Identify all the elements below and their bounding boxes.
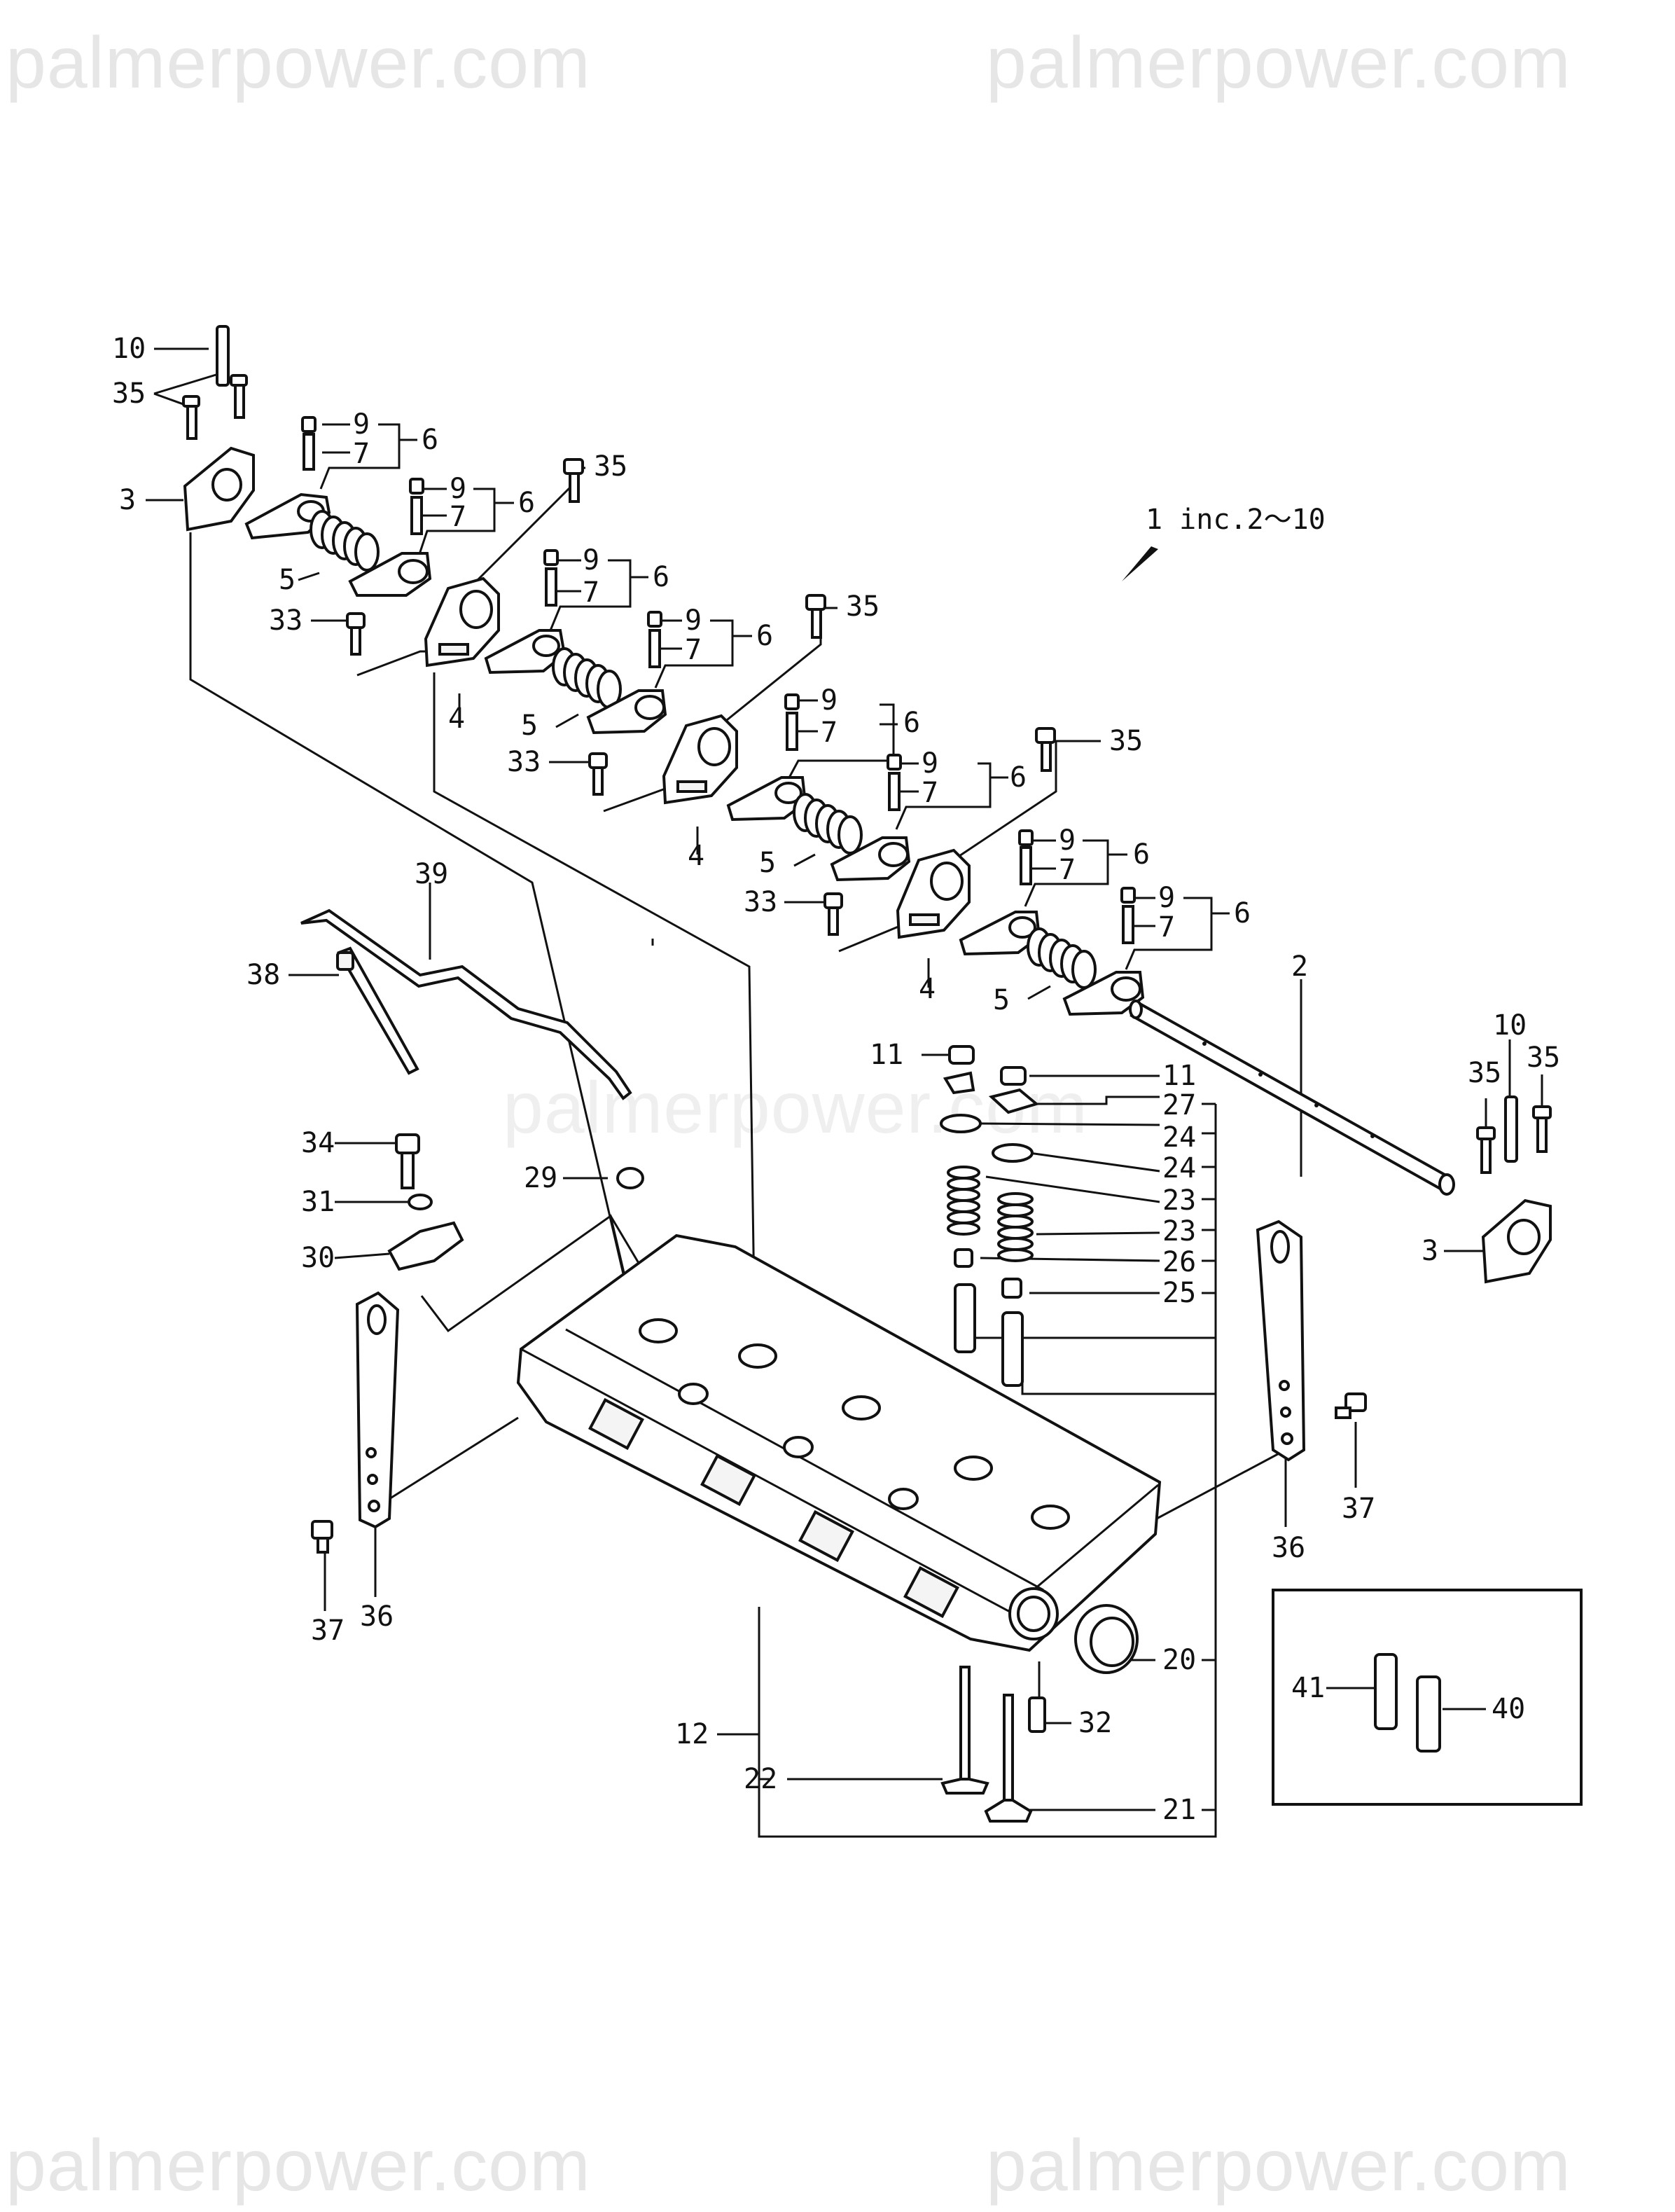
callout-22: 22 <box>744 1763 778 1795</box>
callout-10-right: 10 <box>1493 1009 1527 1042</box>
callout-2: 2 <box>1291 951 1309 983</box>
direction-arrow-icon <box>1122 546 1158 581</box>
callout-20: 20 <box>1162 1644 1197 1676</box>
callout-7-c: 7 <box>583 576 600 609</box>
inset-box <box>1272 1589 1583 1806</box>
callout-6-e: 6 <box>903 707 921 739</box>
callout-30: 30 <box>301 1242 335 1274</box>
rocker-assembly <box>182 325 1145 1016</box>
callout-38: 38 <box>246 959 281 991</box>
callout-21: 21 <box>1162 1794 1197 1826</box>
callout-24-b: 24 <box>1162 1152 1197 1184</box>
valve-stack <box>940 1045 1040 1387</box>
callout-9-e: 9 <box>821 684 838 717</box>
callout-23-a: 23 <box>1162 1184 1197 1217</box>
callout-9-h: 9 <box>1158 882 1176 914</box>
callout-6-f: 6 <box>1010 761 1027 794</box>
callout-9-d: 9 <box>685 604 702 637</box>
callout-9-a: 9 <box>353 408 370 441</box>
callout-34: 34 <box>301 1127 335 1159</box>
callout-6-a: 6 <box>422 424 439 456</box>
callout-3-top-left: 3 <box>119 484 137 516</box>
watermark-top-right: palmerpower.com <box>986 22 1571 104</box>
right-bracket <box>1476 1095 1552 1284</box>
callout-35-top-left: 35 <box>112 378 146 410</box>
callout-6-g: 6 <box>1133 838 1151 871</box>
callout-10-top-left: 10 <box>112 333 146 365</box>
callout-29: 29 <box>524 1162 558 1194</box>
callout-31: 31 <box>301 1186 335 1218</box>
callout-26: 26 <box>1162 1246 1197 1278</box>
callout-36-right: 36 <box>1272 1532 1306 1564</box>
callout-6-b: 6 <box>518 487 536 519</box>
callout-7-e: 7 <box>821 717 838 749</box>
rocker-shaft <box>1129 1000 1455 1196</box>
watermark-bottom-left: palmerpower.com <box>6 2125 591 2206</box>
callout-7-a: 7 <box>353 438 370 470</box>
callout-39: 39 <box>415 858 449 890</box>
callout-4-b: 4 <box>688 840 705 872</box>
callout-9-b: 9 <box>450 473 467 505</box>
callout-33-a: 33 <box>269 604 303 637</box>
glow-plug-parts <box>300 908 632 1100</box>
lifting-plates <box>311 1219 1367 1554</box>
callout-37-right: 37 <box>1342 1493 1376 1525</box>
cylinder-head <box>516 1233 1162 1652</box>
leader-lines <box>146 347 1543 1838</box>
callout-9-c: 9 <box>583 544 600 576</box>
callout-6-h: 6 <box>1234 897 1251 929</box>
callout-3-right: 3 <box>1422 1235 1439 1267</box>
callout-7-d: 7 <box>685 634 702 666</box>
callout-32: 32 <box>1078 1707 1113 1739</box>
callout-33-b: 33 <box>507 746 541 778</box>
clamp-parts <box>387 1133 644 1271</box>
callout-40: 40 <box>1492 1693 1526 1725</box>
callout-7-h: 7 <box>1158 911 1176 943</box>
callout-27: 27 <box>1162 1089 1197 1121</box>
callout-37-left: 37 <box>311 1615 345 1647</box>
callout-4-c: 4 <box>919 973 936 1005</box>
callout-23-b: 23 <box>1162 1215 1197 1247</box>
callout-36-left: 36 <box>360 1601 394 1633</box>
callout-7-g: 7 <box>1059 854 1076 886</box>
callout-5-b: 5 <box>521 710 538 742</box>
lower-parts <box>940 1604 1139 1823</box>
callout-5-a: 5 <box>279 564 296 596</box>
callout-9-g: 9 <box>1059 824 1076 857</box>
watermark-middle: palmerpower.com <box>503 1067 1088 1149</box>
callout-5-c: 5 <box>759 847 777 879</box>
callout-11-a: 11 <box>870 1039 904 1071</box>
callout-35-right-b: 35 <box>1527 1042 1561 1074</box>
callout-6-c: 6 <box>653 561 670 593</box>
callout-24-a: 24 <box>1162 1121 1197 1154</box>
callout-7-b: 7 <box>450 501 467 533</box>
callout-35-first: 35 <box>594 450 628 483</box>
callout-6-d: 6 <box>756 620 774 652</box>
callout-5-d: 5 <box>993 984 1010 1016</box>
assembly-note: 1 inc.2～10 <box>1146 504 1326 536</box>
watermark-bottom-right: palmerpower.com <box>986 2125 1571 2206</box>
callout-35-second: 35 <box>846 590 880 623</box>
callout-12: 12 <box>675 1718 709 1750</box>
callout-25: 25 <box>1162 1277 1197 1309</box>
callout-7-f: 7 <box>922 777 939 809</box>
callout-4-a: 4 <box>448 703 466 735</box>
watermark-top-left: palmerpower.com <box>6 22 591 104</box>
callout-35-third: 35 <box>1109 725 1144 757</box>
callout-11-b: 11 <box>1162 1060 1197 1092</box>
callout-41: 41 <box>1291 1672 1326 1704</box>
callout-9-f: 9 <box>922 747 939 780</box>
callout-33-c: 33 <box>744 886 778 918</box>
callout-35-right-a: 35 <box>1468 1057 1502 1089</box>
